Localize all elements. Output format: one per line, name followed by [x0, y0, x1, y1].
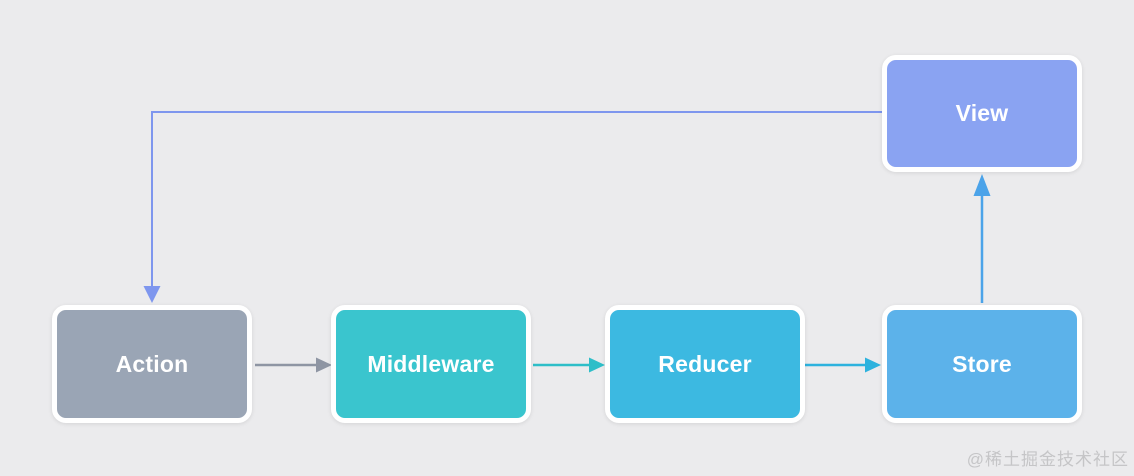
node-reducer: Reducer: [605, 305, 805, 423]
node-store: Store: [882, 305, 1082, 423]
node-middleware: Middleware: [331, 305, 531, 423]
node-label: Store: [952, 350, 1012, 377]
arrowhead-up-icon: [973, 174, 991, 196]
edge-store-to-view: [973, 174, 991, 303]
arrowhead-right-icon: [316, 357, 332, 373]
arrowhead-down-icon: [143, 286, 161, 303]
node-label: Reducer: [658, 350, 752, 377]
node-view: View: [882, 55, 1082, 172]
watermark: @稀土掘金技术社区: [966, 450, 1129, 469]
arrowhead-right-icon: [865, 357, 881, 373]
edge-middleware-to-reducer: [533, 357, 605, 373]
node-label: Middleware: [367, 350, 495, 377]
node-label: View: [955, 100, 1009, 126]
edge-view-to-action: [143, 111, 883, 303]
edge-line: [151, 111, 883, 290]
node-action: Action: [52, 305, 252, 423]
edge-reducer-to-store: [805, 357, 881, 373]
edge-action-to-middleware: [255, 357, 332, 373]
arrowhead-right-icon: [589, 357, 605, 373]
node-label: Action: [115, 350, 189, 377]
